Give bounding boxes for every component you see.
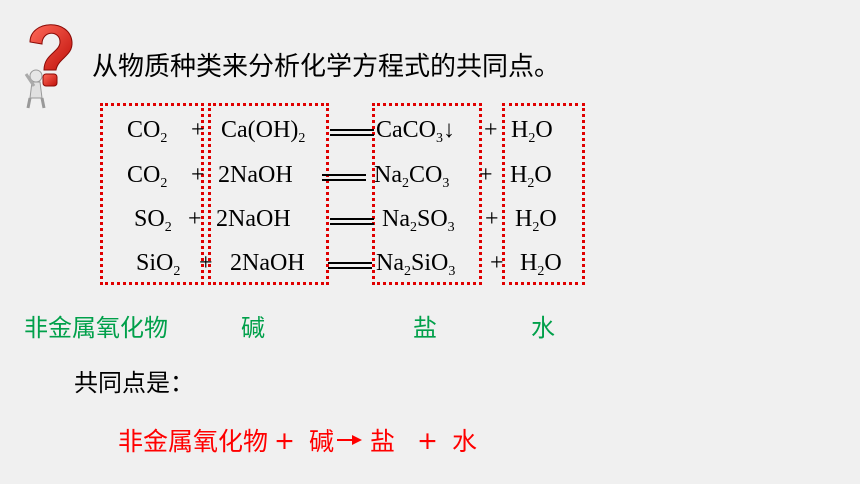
common-point-label: 共同点是：	[74, 369, 194, 397]
oxide-formula: CO2	[127, 162, 168, 191]
base-formula: 2NaOH	[218, 162, 293, 188]
base-formula: 2NaOH	[230, 250, 305, 276]
question-mark-figure-icon	[24, 24, 73, 109]
plus-sign: +	[191, 162, 205, 188]
equals-sign	[328, 262, 372, 269]
plus-sign: +	[199, 250, 213, 276]
summary-equation: 非金属氧化物 + 碱 盐 + 水	[118, 422, 477, 458]
equals-sign	[330, 218, 374, 225]
salt-formula: Na2SiO3	[376, 250, 456, 279]
water-formula: H2O	[510, 162, 552, 191]
equals-sign	[330, 129, 374, 136]
summary-plus: +	[417, 425, 438, 455]
arrow-right-icon	[336, 435, 362, 445]
category-oxide-label: 非金属氧化物	[24, 314, 168, 342]
base-formula: Ca(OH)2	[221, 117, 306, 146]
category-salt-label: 盐	[413, 314, 437, 342]
plus-sign: +	[490, 250, 504, 276]
category-water-label: 水	[531, 314, 555, 342]
base-group-box	[208, 103, 329, 285]
plus-sign: +	[485, 206, 499, 232]
equals-sign	[322, 174, 366, 181]
water-formula: H2O	[511, 117, 553, 146]
oxide-formula: SiO2	[136, 250, 181, 279]
base-formula: 2NaOH	[216, 206, 291, 232]
salt-formula: Na2SO3	[382, 206, 455, 235]
category-base-label: 碱	[241, 314, 265, 342]
plus-sign: +	[188, 206, 202, 232]
water-formula: H2O	[520, 250, 562, 279]
oxide-formula: CO2	[127, 117, 168, 146]
oxide-group-box	[100, 103, 204, 285]
salt-group-box	[372, 103, 482, 285]
page-heading: 从物质种类来分析化学方程式的共同点。	[92, 52, 561, 82]
summary-oxide: 非金属氧化物	[118, 427, 269, 456]
plus-sign: +	[484, 117, 498, 143]
plus-sign: +	[191, 117, 205, 143]
water-group-box	[502, 103, 585, 285]
water-formula: H2O	[515, 206, 557, 235]
plus-sign: +	[479, 162, 493, 188]
oxide-formula: SO2	[134, 206, 172, 235]
summary-salt: 盐	[369, 427, 395, 456]
summary-water: 水	[451, 427, 477, 456]
salt-formula: Na2CO3	[374, 162, 450, 191]
summary-base: 碱	[308, 427, 334, 456]
salt-formula: CaCO3↓	[376, 117, 455, 146]
summary-plus: +	[274, 425, 295, 455]
